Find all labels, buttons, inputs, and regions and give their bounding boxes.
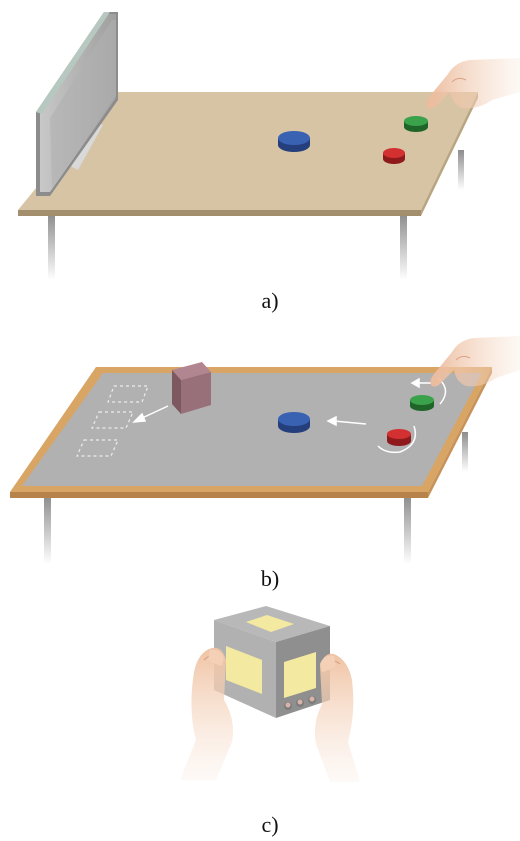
table-leg (44, 496, 51, 564)
cube-top-screen (246, 615, 294, 632)
table-leg (404, 496, 411, 564)
panel-b (10, 336, 520, 564)
tabletop-edge (18, 210, 421, 216)
blue-puck (278, 412, 310, 433)
handheld-cube-device (214, 606, 330, 718)
green-puck (404, 116, 428, 132)
red-puck (383, 148, 405, 164)
display-surface (22, 373, 482, 486)
green-puck (410, 395, 434, 411)
pointing-hand (430, 336, 520, 387)
cube-left-screen (226, 646, 262, 694)
left-hand (180, 647, 233, 780)
caption-b: b) (260, 566, 280, 591)
right-hand (314, 653, 360, 782)
dashed-slots (76, 385, 149, 457)
caption-a: a) (261, 288, 279, 313)
panel-a (18, 12, 520, 280)
table-leg (400, 214, 407, 280)
caption-c: c) (261, 812, 279, 837)
cube-buttons (284, 696, 316, 710)
display-tabletop-edge (10, 492, 428, 498)
motion-arrows (132, 377, 447, 454)
purple-box (172, 362, 211, 414)
table-leg (48, 214, 55, 280)
panel-c (180, 606, 360, 782)
monitor (36, 12, 118, 196)
red-puck (387, 429, 411, 446)
tabletop (18, 92, 478, 210)
table-leg (462, 432, 468, 472)
display-tabletop-side (428, 367, 492, 498)
blue-puck (278, 131, 310, 152)
table-leg (458, 150, 464, 190)
pointing-hand (426, 58, 520, 109)
cube-right-screen (284, 652, 316, 698)
tabletop-side (421, 92, 478, 216)
